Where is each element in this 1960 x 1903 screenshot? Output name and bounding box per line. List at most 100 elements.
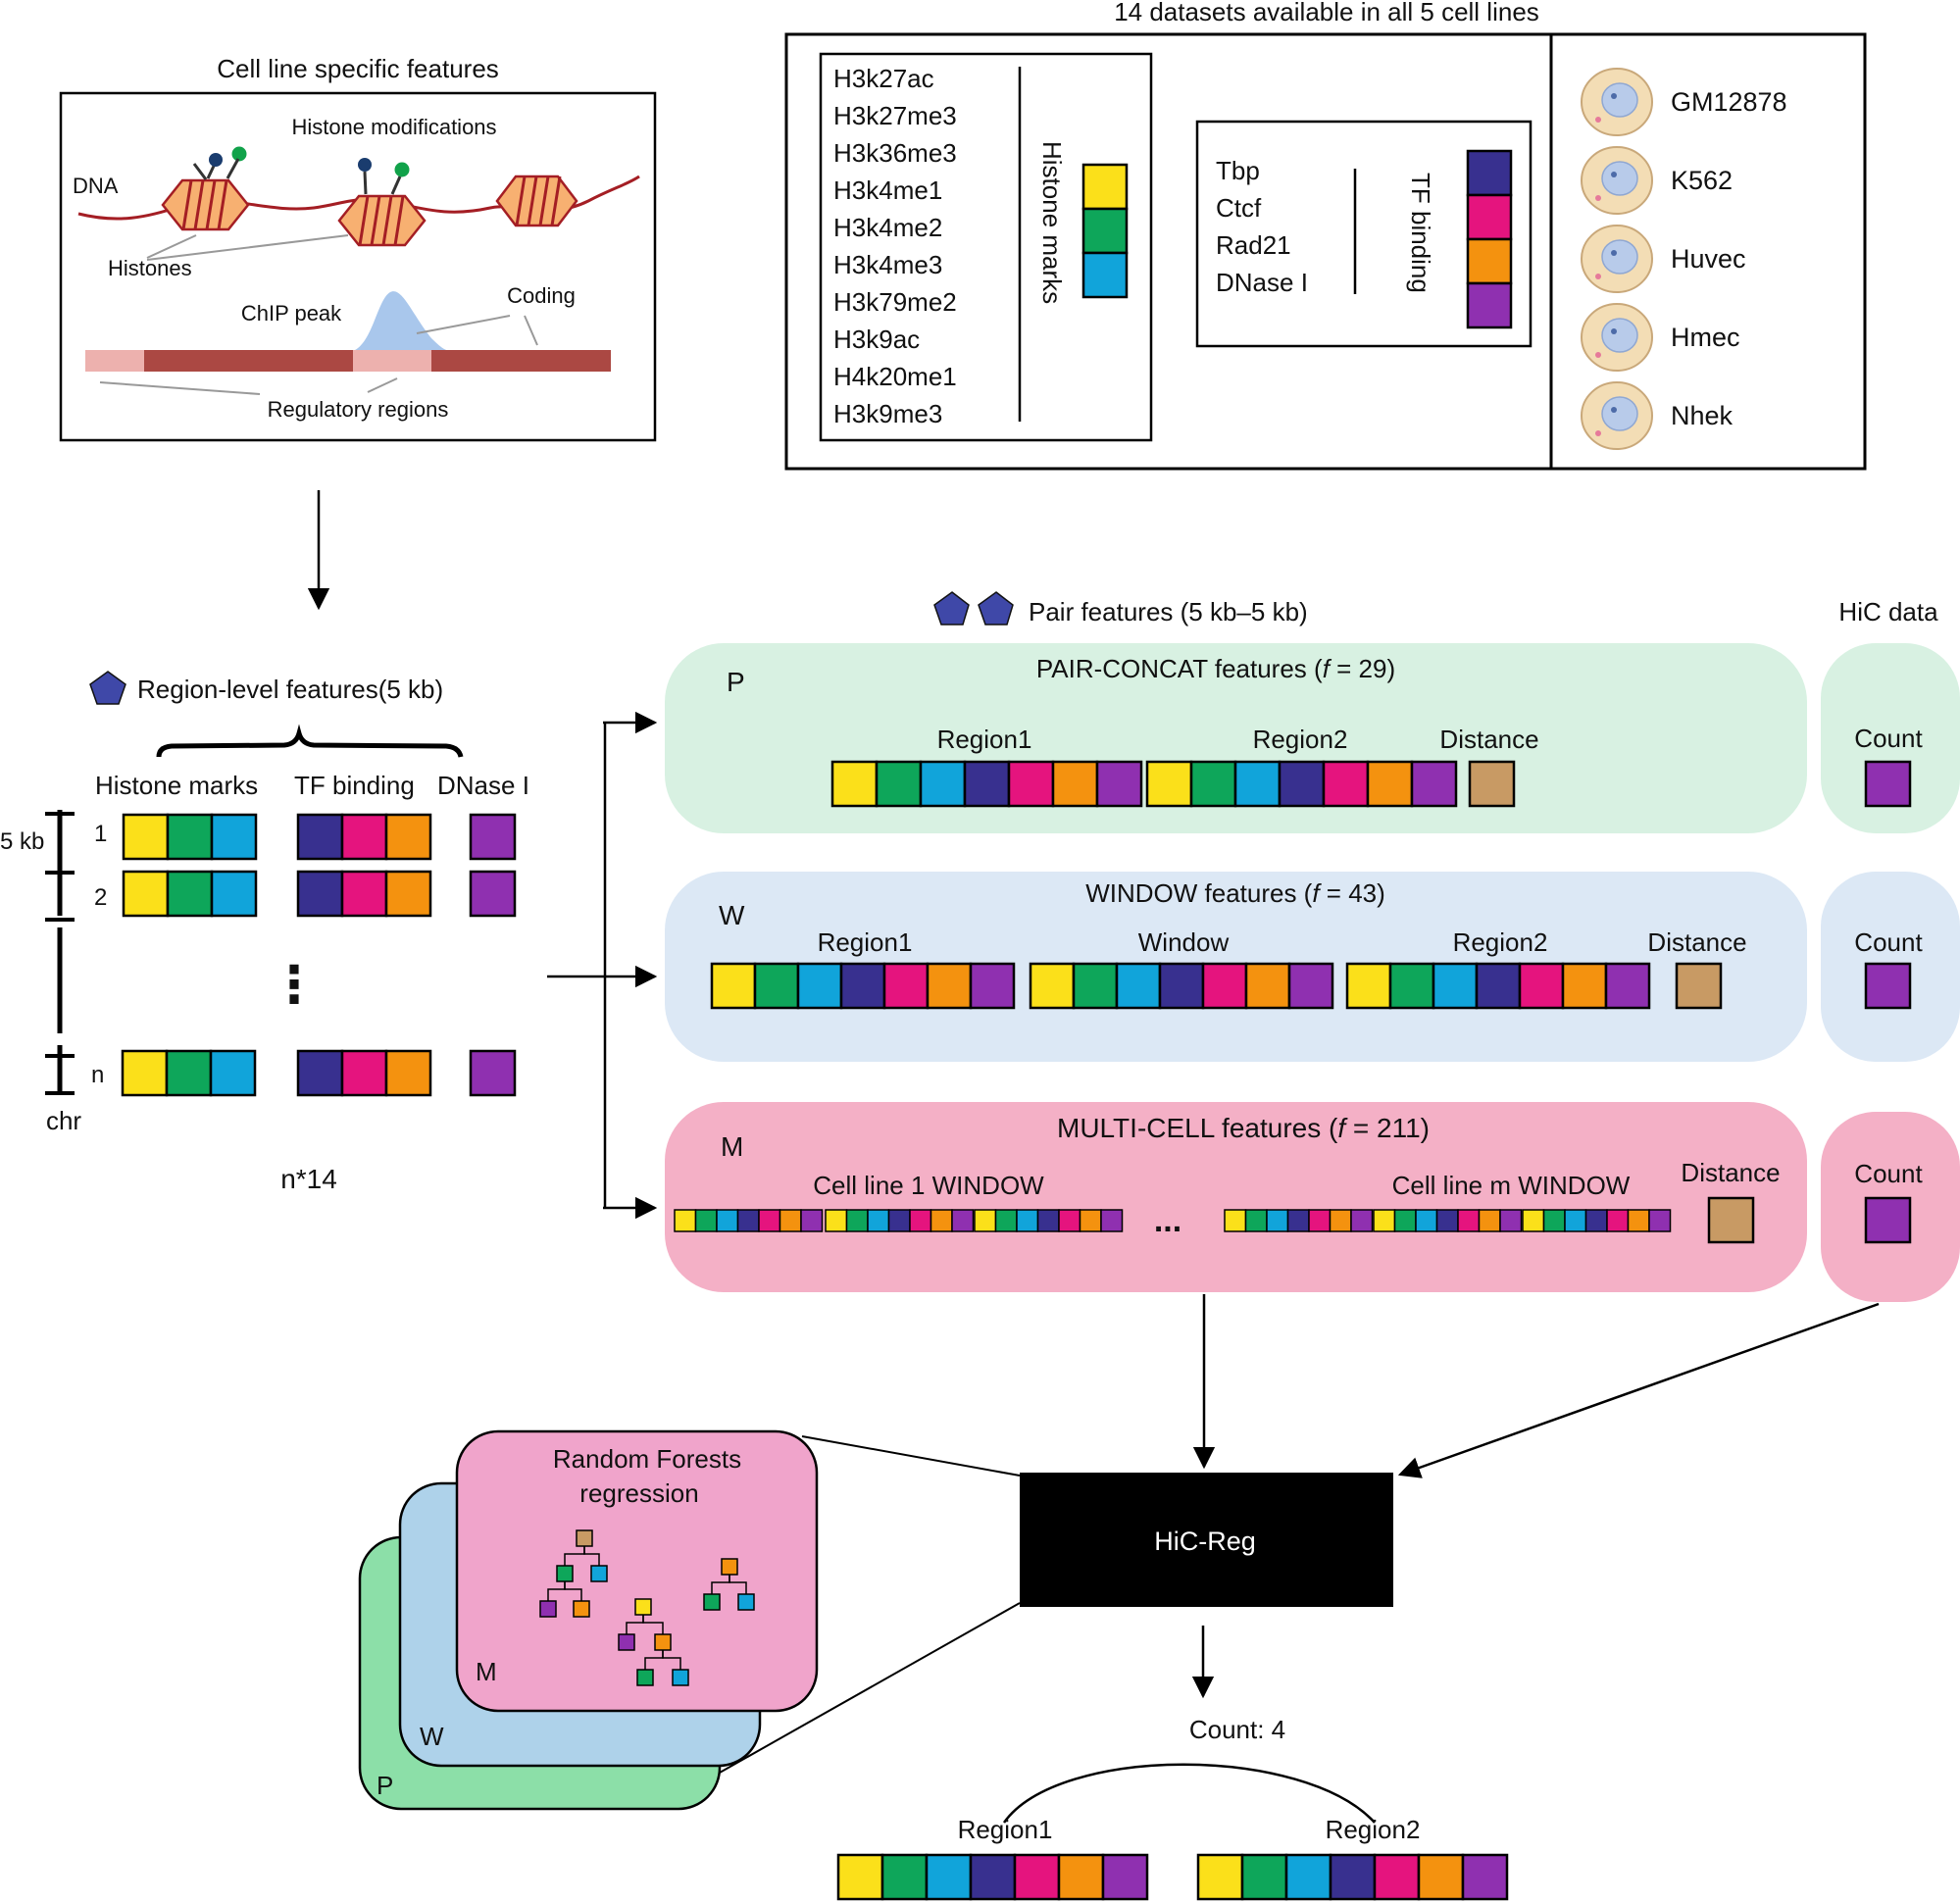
region-row-2 — [122, 870, 517, 918]
w-region2-box-7 — [1604, 962, 1651, 1010]
rows-ellipsis: ⋮ — [269, 957, 320, 1014]
m-window-3-box-5 — [1058, 1209, 1081, 1232]
p-region2-box-1 — [1145, 760, 1193, 808]
w-count-label: Count — [1854, 927, 1923, 957]
dna-label: DNA — [73, 174, 119, 198]
cell-nucleus-icon — [1601, 239, 1638, 275]
tree-node — [654, 1633, 672, 1651]
rf-title-line2: regression — [579, 1478, 698, 1508]
tree-node — [721, 1558, 738, 1576]
tf-box-2 — [340, 1049, 388, 1097]
chr-label: chr — [46, 1106, 81, 1135]
m-window-5-box-7 — [1499, 1209, 1523, 1232]
m-distance-label: Distance — [1681, 1158, 1780, 1187]
m-panel-title: MULTI-CELL features (f = 211) — [1057, 1113, 1430, 1143]
organelle-icon — [1595, 195, 1601, 201]
out-region2-box-2 — [1240, 1853, 1288, 1901]
w-region2-box-4 — [1475, 962, 1522, 1010]
stack-letter-m: M — [476, 1657, 497, 1686]
m-window-4-box-2 — [1244, 1209, 1268, 1232]
tree-1 — [539, 1529, 608, 1618]
regulatory-pointer — [99, 381, 261, 395]
m-panel-letter: M — [721, 1131, 743, 1162]
tree-node — [618, 1633, 635, 1651]
histone-item-4: H3k4me1 — [833, 175, 942, 205]
w-region1-box-4 — [839, 962, 886, 1010]
m-distance-box-1 — [1707, 1196, 1755, 1244]
w-region1-box-7 — [969, 962, 1016, 1010]
w-panel-letter: W — [719, 900, 745, 930]
p-region1-box-2 — [875, 760, 923, 808]
tf-item-4: DNase I — [1216, 268, 1308, 297]
tree-node — [539, 1600, 557, 1618]
regulatory-pointer — [367, 377, 398, 393]
histone-box-2 — [166, 813, 214, 861]
m-window-2-box-4 — [887, 1209, 911, 1232]
w-region1-box-1 — [710, 962, 757, 1010]
histone-legend-swatch-3 — [1081, 251, 1129, 299]
tree-node — [636, 1669, 654, 1686]
histones-label: Histones — [108, 256, 192, 280]
histone-marks-vertical-label: Histone marks — [1037, 141, 1067, 304]
m-window-4-box-7 — [1350, 1209, 1374, 1232]
region-level-section: Region-level features(5 kb) Histone mark… — [0, 671, 529, 1194]
w-window-box-1 — [1029, 962, 1076, 1010]
chip-peak-shape — [353, 291, 451, 351]
w-window-box-5 — [1201, 962, 1248, 1010]
scale-label: 5 kb — [0, 828, 44, 855]
histone-box-3 — [210, 870, 258, 918]
m-window-2-box-6 — [930, 1209, 953, 1232]
histone-legend-swatch-1 — [1081, 163, 1129, 211]
region-feature-rows — [121, 813, 517, 1097]
tf-box-1 — [296, 1049, 344, 1097]
tf-color-legend — [1466, 149, 1513, 329]
m-window-6-box-3 — [1564, 1209, 1587, 1232]
stack-card-m — [455, 1429, 819, 1713]
histone-item-7: H3k79me2 — [833, 287, 957, 317]
p-distance-box-1 — [1468, 760, 1516, 808]
w-region1-box-5 — [882, 962, 930, 1010]
p-count-box-1 — [1864, 760, 1912, 808]
m-window-5-box-4 — [1435, 1209, 1459, 1232]
m-count-box-1 — [1864, 1196, 1912, 1244]
p-region1-box-3 — [919, 760, 967, 808]
w-region2-box-1 — [1345, 962, 1392, 1010]
region-row-3 — [121, 1049, 517, 1097]
p-region1-box-6 — [1051, 760, 1099, 808]
cell-line-name-2: K562 — [1671, 166, 1733, 195]
tree-node — [703, 1593, 721, 1611]
tree-2 — [703, 1558, 755, 1611]
stack-letter-w: W — [420, 1722, 444, 1751]
p-region1-box-5 — [1007, 760, 1055, 808]
out-region1-box-6 — [1057, 1853, 1105, 1901]
m-window-4-box-4 — [1286, 1209, 1310, 1232]
m-window-6-box-7 — [1648, 1209, 1672, 1232]
output-count: Count: 4 — [1189, 1715, 1285, 1744]
methyl-dot — [358, 158, 372, 172]
tf-box-3 — [384, 813, 432, 861]
cell-nucleus-icon — [1601, 161, 1638, 196]
out-region1-box-1 — [836, 1853, 884, 1901]
m-window-6-box-2 — [1542, 1209, 1566, 1232]
tree-edge — [642, 1615, 664, 1634]
cell-line-5: Nhek — [1581, 381, 1734, 450]
w-region2-box-3 — [1432, 962, 1479, 1010]
out-region2-box-6 — [1417, 1853, 1465, 1901]
hicreg-box — [1020, 1473, 1393, 1607]
m-window-6-box-4 — [1584, 1209, 1608, 1232]
random-forest-trees — [539, 1529, 755, 1686]
out-region2-box-4 — [1329, 1853, 1377, 1901]
p-panel-title: PAIR-CONCAT features (f = 29) — [1036, 654, 1395, 683]
p-region2-box-6 — [1366, 760, 1414, 808]
p-region2-label: Region2 — [1253, 725, 1348, 754]
stack-connector — [801, 1435, 1021, 1477]
row-label-2: 2 — [94, 884, 107, 911]
m-window-3-box-4 — [1036, 1209, 1060, 1232]
histone-box-3 — [210, 813, 258, 861]
cell-nucleus-icon — [1601, 82, 1638, 118]
tree-node — [634, 1598, 652, 1616]
w-region2-box-6 — [1561, 962, 1608, 1010]
p-region2-box-2 — [1189, 760, 1237, 808]
w-region2-box-2 — [1388, 962, 1435, 1010]
